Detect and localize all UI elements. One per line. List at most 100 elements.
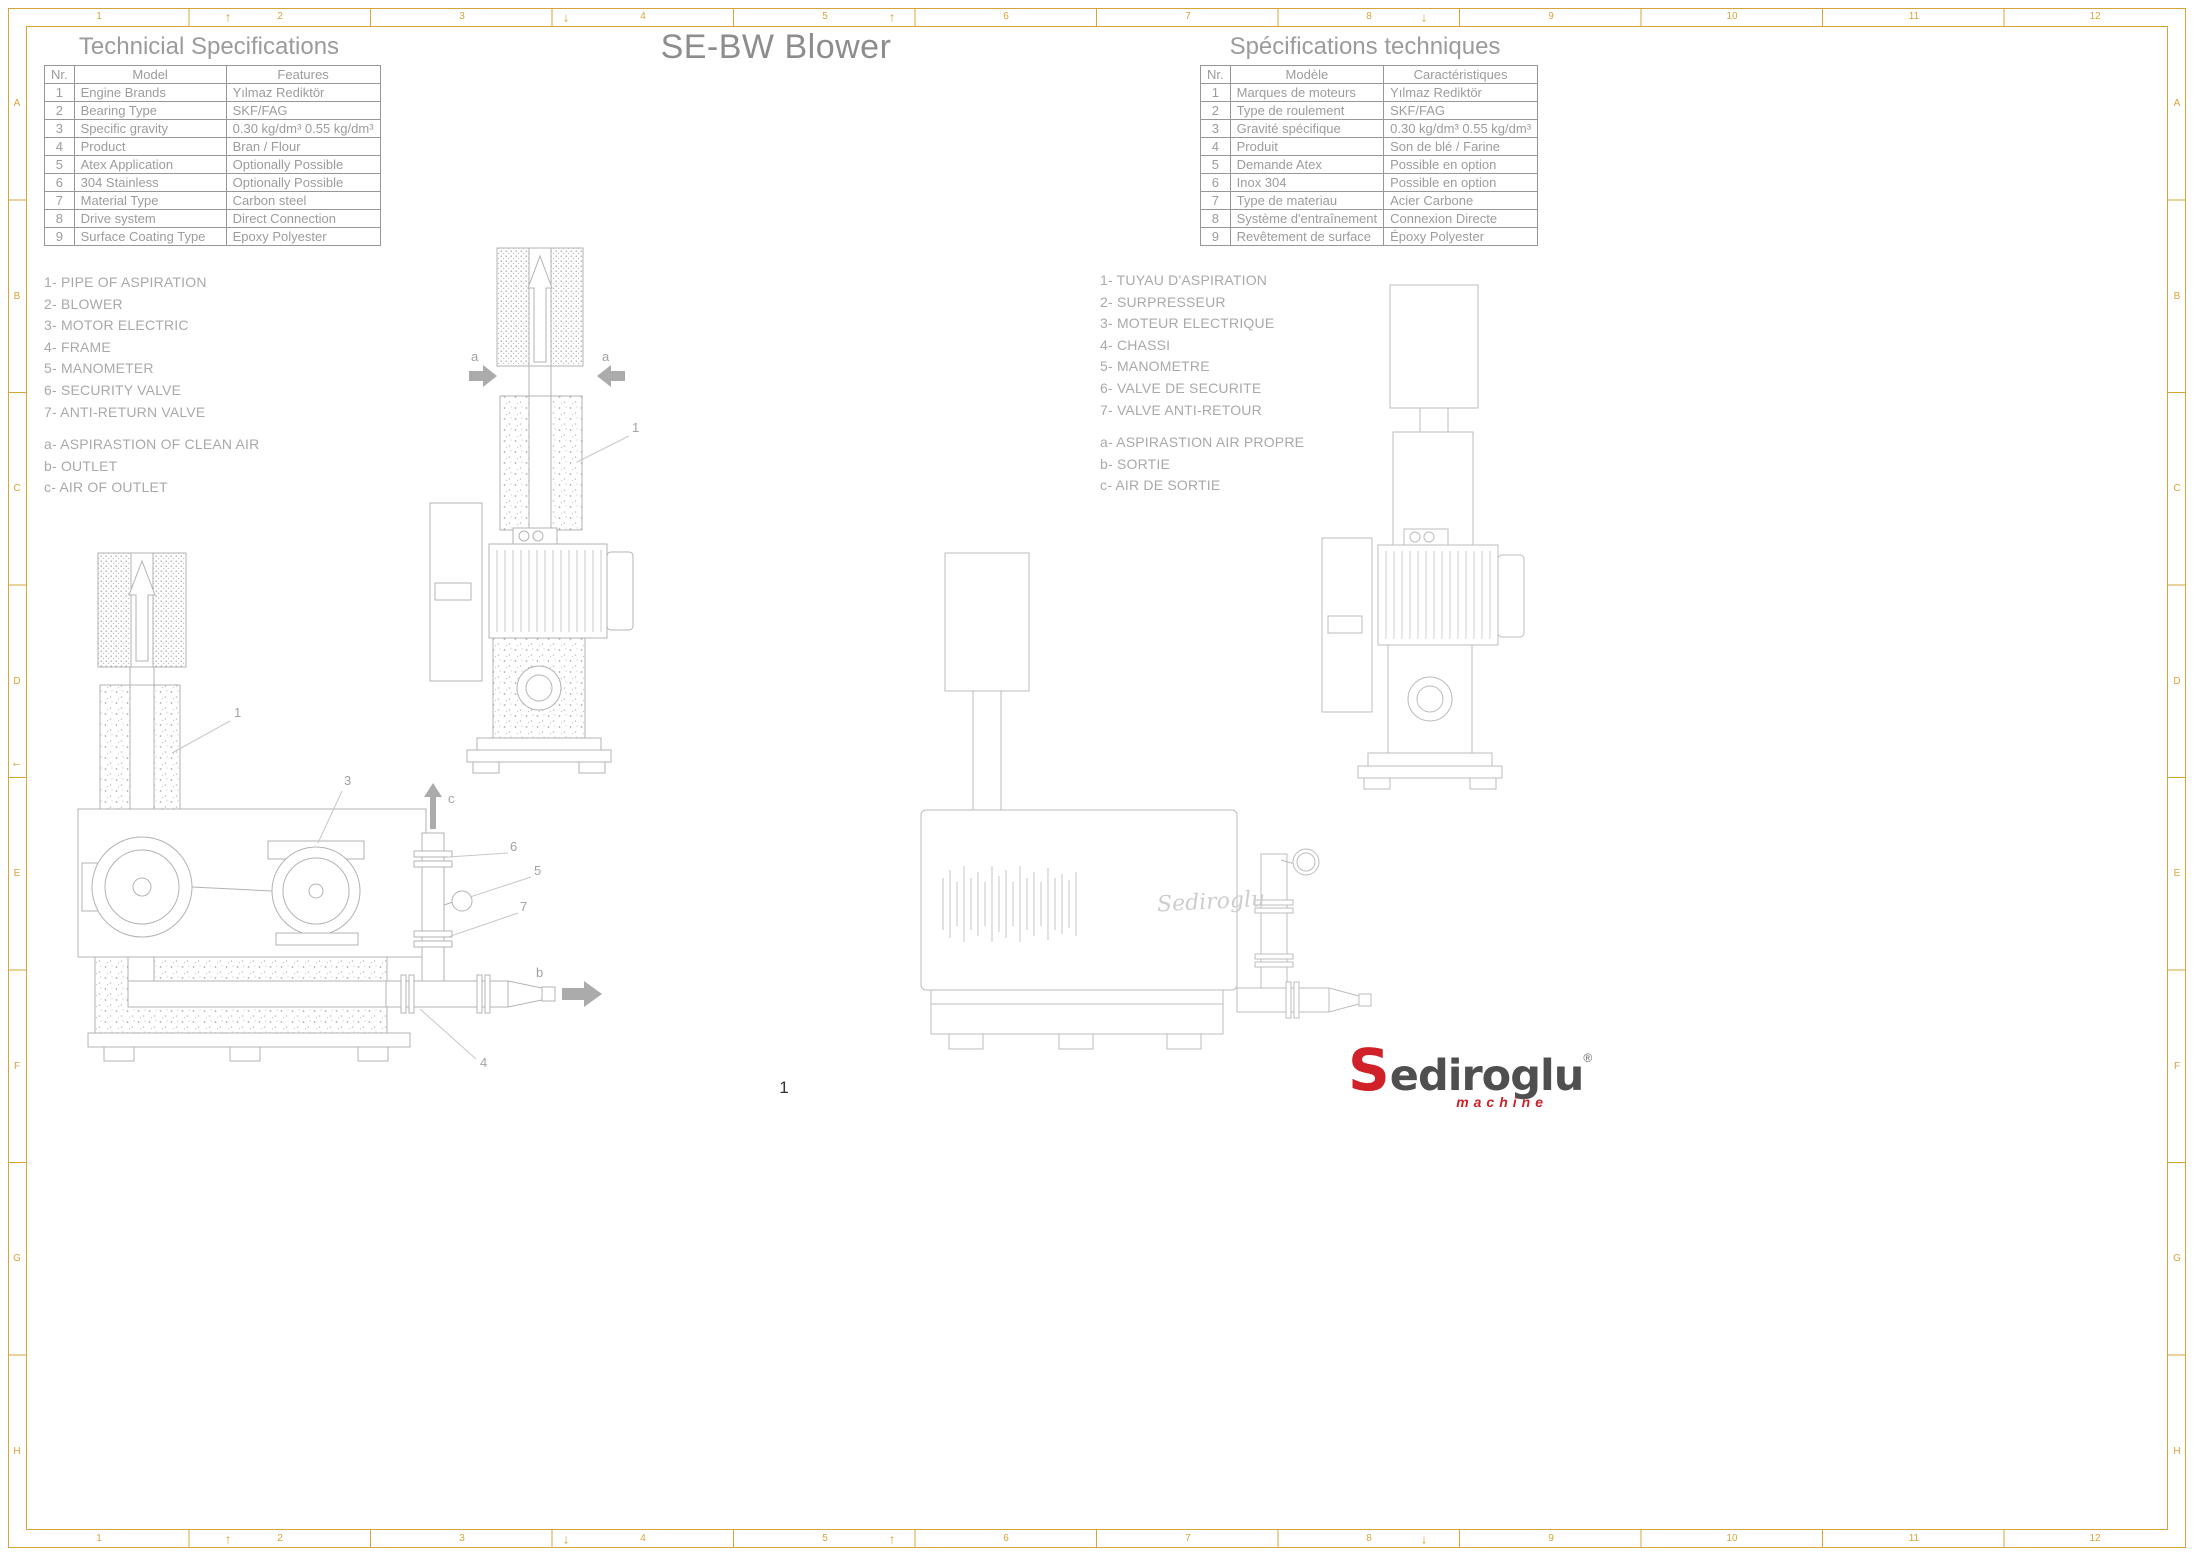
table-cell: Système d'entraînement — [1229, 209, 1385, 228]
ruler-number: 4 — [640, 11, 646, 22]
ruler-letter: H — [13, 1446, 21, 1457]
ruler-number: 12 — [2089, 11, 2101, 22]
table-cell: 8 — [44, 209, 75, 228]
table-cell: Possible en option — [1383, 155, 1539, 174]
air-in-left-arrow-icon — [469, 365, 497, 387]
table-cell: SKF/FAG — [225, 101, 381, 120]
table-cell: 304 Stainless — [73, 173, 227, 192]
page-title: SE-BW Blower — [660, 28, 892, 66]
ruler-letter: H — [2173, 1446, 2181, 1457]
flow-arrow-icons — [424, 783, 602, 1007]
col-header: Caractéristiques — [1383, 65, 1539, 84]
ruler-number: 4 — [640, 1533, 646, 1544]
col-header: Modèle — [1229, 65, 1385, 84]
table-cell: 2 — [44, 101, 75, 120]
logo-wordmark: ediroglu — [1389, 1051, 1585, 1101]
table-cell: Product — [73, 137, 227, 156]
table-cell: Demande Atex — [1229, 155, 1385, 174]
blower-front-simple-geometry — [1321, 284, 1525, 790]
callout-1: 1 — [234, 705, 241, 720]
legend-item: 4- FRAME — [44, 338, 111, 355]
legend-item: 2- BLOWER — [44, 295, 123, 312]
legend-gap — [44, 423, 259, 434]
table-cell: Acier Carbone — [1383, 191, 1539, 210]
table-header-row: Nr. Modèle Caractéristiques — [1200, 65, 1539, 84]
logo-subtitle: machine — [1456, 1094, 1548, 1110]
center-mark-icon: ↑ — [224, 9, 232, 25]
callout-5: 5 — [534, 863, 541, 878]
left-table-title: Technicial Specifications — [78, 33, 340, 60]
table-cell: Possible en option — [1383, 173, 1539, 192]
ruler-number: 9 — [1548, 11, 1554, 22]
table-cell: Inox 304 — [1229, 173, 1385, 192]
table-cell: 8 — [1200, 209, 1231, 228]
ruler-number: 10 — [1726, 11, 1738, 22]
ruler-number: 5 — [822, 1533, 828, 1544]
table-cell: Produit — [1229, 137, 1385, 156]
callout-a: a — [602, 349, 610, 364]
outlet-arrow-icon — [562, 981, 602, 1007]
drawing-blower-front-view-simple — [1321, 284, 1525, 790]
center-mark-icon: ← — [10, 754, 24, 770]
table-cell: Direct Connection — [225, 209, 381, 228]
ruler-letter: B — [2173, 291, 2181, 302]
table-cell: 2 — [1200, 101, 1231, 120]
legend-item: 3- MOTOR ELECTRIC — [44, 317, 189, 334]
callout-a: a — [471, 349, 479, 364]
table-cell: 1 — [44, 83, 75, 102]
table-cell: Son de blé / Farine — [1383, 137, 1539, 156]
drawing-blower-front-view: a a 1 — [429, 247, 639, 774]
air-in-right-arrow-icon — [597, 365, 625, 387]
ruler-letter: E — [13, 868, 21, 879]
ruler-number: 6 — [1003, 11, 1009, 22]
legend-french: 1- TUYAU D'ASPIRATION 2- SURPRESSEUR 3- … — [1100, 270, 1304, 497]
ruler-letter: G — [13, 1253, 21, 1264]
legend-item: a- ASPIRASTION OF CLEAN AIR — [44, 436, 260, 453]
ruler-number: 7 — [1185, 11, 1191, 22]
legend-item: a- ASPIRASTION AIR PROPRE — [1100, 434, 1305, 451]
ruler-letter: F — [13, 1061, 21, 1072]
table-cell: 1 — [1200, 83, 1231, 102]
table-cell: Type de materiau — [1229, 191, 1385, 210]
ruler-number: 3 — [459, 11, 465, 22]
table-cell: Optionally Possible — [225, 173, 381, 192]
table-cell: Surface Coating Type — [73, 227, 227, 246]
table-cell: 7 — [1200, 191, 1231, 210]
table-cell: Marques de moteurs — [1229, 83, 1385, 102]
legend-gap — [1100, 421, 1304, 432]
table-cell: Engine Brands — [73, 83, 227, 102]
table-cell: 9 — [1200, 227, 1231, 246]
callout-3: 3 — [344, 773, 351, 788]
legend-item: 5- MANOMETRE — [1100, 358, 1210, 375]
table-cell: 4 — [1200, 137, 1231, 156]
legend-item: 5- MANOMETER — [44, 360, 154, 377]
legend-item: 7- ANTI-RETURN VALVE — [44, 403, 206, 420]
center-mark-icon: ↑ — [888, 9, 896, 25]
table-cell: Specific gravity — [73, 119, 227, 138]
table-cell: 0.30 kg/dm³ 0.55 kg/dm³ — [1383, 119, 1539, 138]
callout-7: 7 — [520, 899, 527, 914]
table-cell: 0.30 kg/dm³ 0.55 kg/dm³ — [225, 119, 381, 138]
legend-item: 6- VALVE DE SECURITE — [1100, 379, 1262, 396]
table-cell: Type de roulement — [1229, 101, 1385, 120]
table-cell: 3 — [1200, 119, 1231, 138]
legend-item: 3- MOTEUR ELECTRIQUE — [1100, 315, 1275, 332]
enclosure-geometry — [920, 552, 1372, 1050]
ruler-number: 8 — [1366, 1533, 1372, 1544]
legend-item: 7- VALVE ANTI-RETOUR — [1100, 401, 1262, 418]
